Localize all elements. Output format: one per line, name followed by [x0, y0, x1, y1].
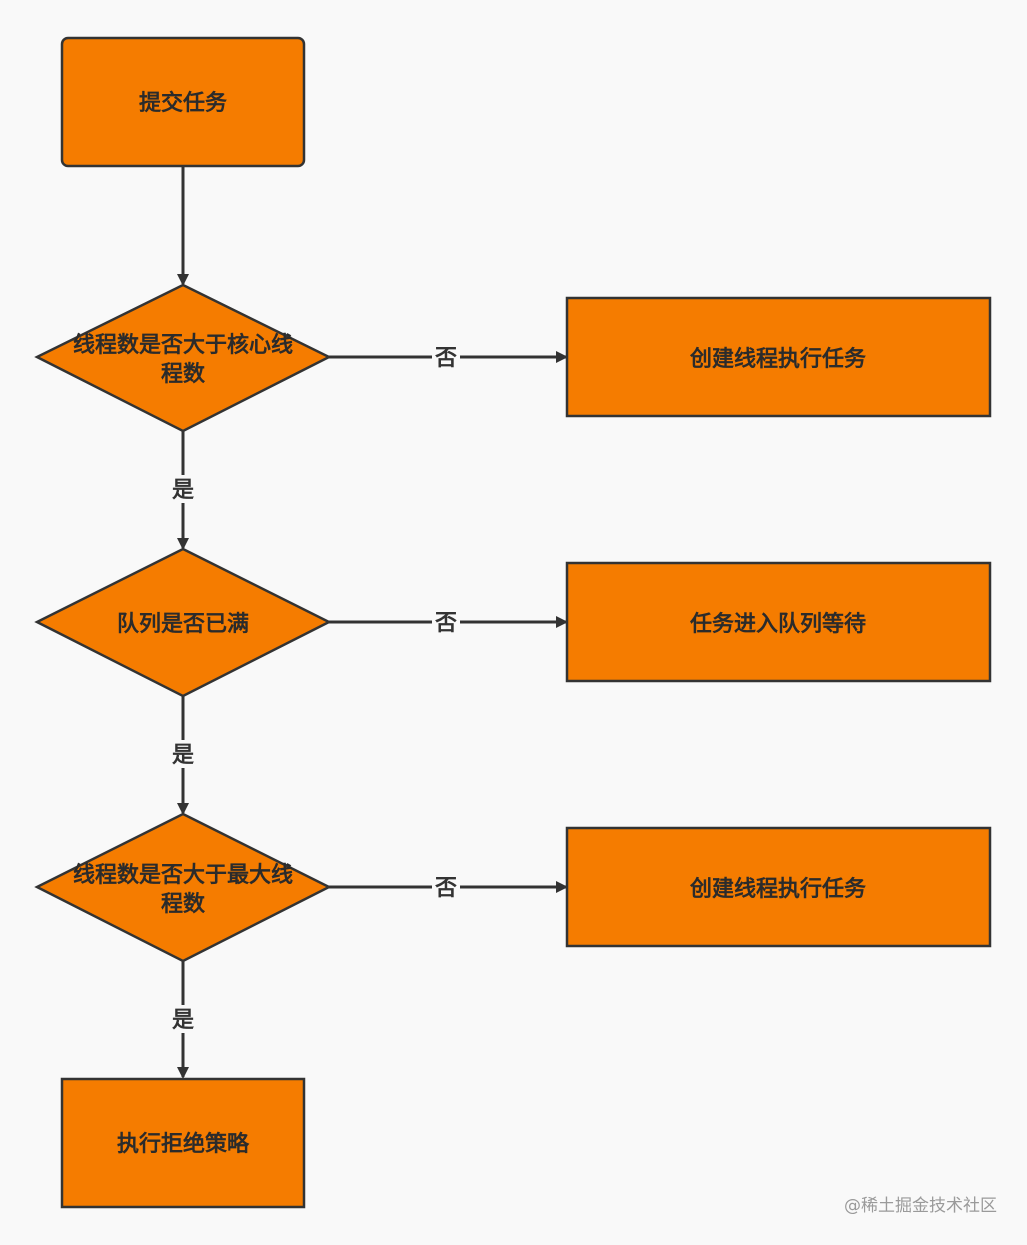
edge-label-max-yes: 是 — [172, 1008, 194, 1033]
node-check-max-threads-diamond — [34, 812, 332, 963]
node-reject-policy-label: 执行拒绝策略 — [117, 1131, 250, 1157]
node-enqueue-task: 任务进入队列等待 — [565, 561, 992, 683]
node-reject-policy-box — [60, 1077, 306, 1209]
node-check-queue-full-label: 队列是否已满 — [117, 612, 249, 637]
node-create-thread-2-box — [565, 826, 992, 948]
node-check-queue-full: 队列是否已满 — [34, 547, 332, 698]
node-check-core-threads-diamond — [34, 283, 332, 433]
edge-label-max-no: 否 — [434, 876, 457, 901]
node-create-thread-1: 创建线程执行任务 — [565, 296, 992, 418]
node-create-thread-1-label: 创建线程执行任务 — [689, 346, 867, 372]
node-check-max-threads: 线程数是否大于最大线 程数 — [34, 812, 332, 963]
watermark: @稀土掘金技术社区 — [844, 1196, 997, 1216]
node-create-thread-2-label: 创建线程执行任务 — [689, 876, 867, 902]
node-check-core-threads: 线程数是否大于核心线 程数 — [34, 283, 332, 433]
node-enqueue-task-box — [565, 561, 992, 683]
node-check-max-threads-label-line2: 程数 — [161, 891, 206, 917]
node-submit-task: 提交任务 — [60, 36, 306, 168]
node-check-max-threads-label-line1: 线程数是否大于最大线 — [73, 862, 293, 888]
edge-label-core-no: 否 — [434, 346, 457, 371]
node-create-thread-2: 创建线程执行任务 — [565, 826, 992, 948]
node-check-core-threads-label-line1: 线程数是否大于核心线 — [73, 332, 293, 358]
node-create-thread-1-box — [565, 296, 992, 418]
node-submit-task-label: 提交任务 — [139, 90, 228, 116]
node-submit-task-box — [60, 36, 306, 168]
node-check-queue-full-diamond — [34, 547, 332, 698]
edge-label-queue-no: 否 — [434, 611, 457, 636]
node-enqueue-task-label: 任务进入队列等待 — [689, 611, 866, 637]
edge-label-queue-yes: 是 — [172, 743, 194, 768]
edge-label-core-yes: 是 — [172, 478, 194, 503]
node-check-core-threads-label-line2: 程数 — [161, 361, 206, 387]
edge-labels: 否 是 否 是 否 是 — [169, 343, 460, 1033]
node-reject-policy: 执行拒绝策略 — [60, 1077, 306, 1209]
